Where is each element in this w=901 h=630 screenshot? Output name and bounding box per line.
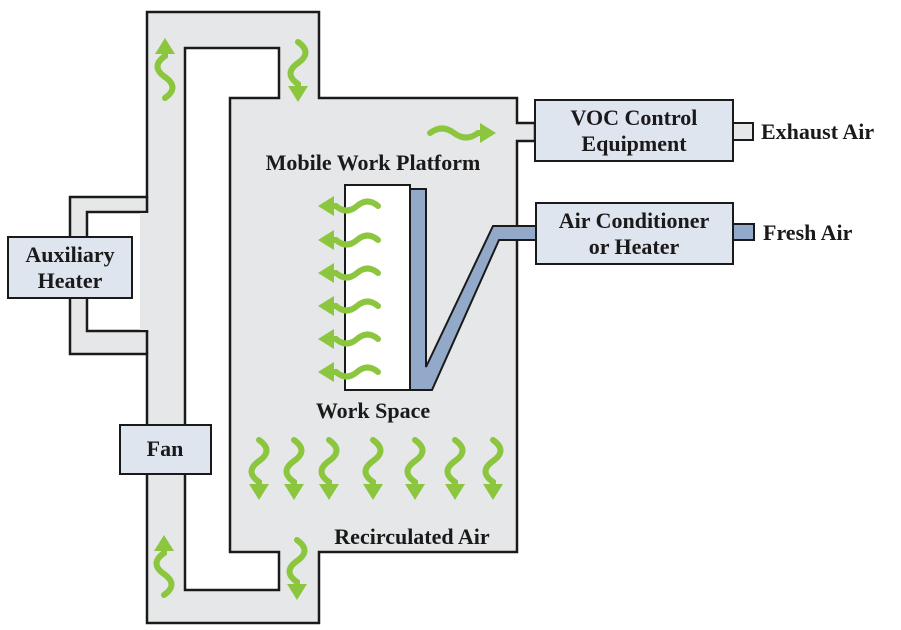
air-conditioner-box	[535, 202, 734, 265]
fresh-air-label: Fresh Air	[763, 220, 853, 245]
auxiliary-heater-label-line2: Heater	[38, 268, 103, 293]
exhaust-air-label: Exhaust Air	[761, 119, 874, 144]
voc-control-box	[534, 99, 734, 162]
recirculated-air-label: Recirculated Air	[334, 524, 490, 549]
exhaust-pipe	[732, 122, 754, 141]
air-conditioner-label-line2: or Heater	[589, 234, 680, 259]
auxiliary-heater-label-line1: Auxiliary	[25, 242, 114, 267]
fan-label: Fan	[147, 436, 184, 461]
fresh-air-pipe	[732, 223, 755, 241]
auxiliary-heater-box	[7, 236, 133, 299]
fan-box	[119, 424, 212, 475]
work-space-label: Work Space	[316, 398, 431, 423]
mobile-work-platform-label: Mobile Work Platform	[266, 150, 481, 175]
work-platform-panel	[344, 184, 411, 391]
voc-control-label-line2: Equipment	[581, 131, 687, 156]
air-conditioner-label-line1: Air Conditioner	[559, 208, 710, 233]
voc-control-label-line1: VOC Control	[571, 105, 698, 130]
